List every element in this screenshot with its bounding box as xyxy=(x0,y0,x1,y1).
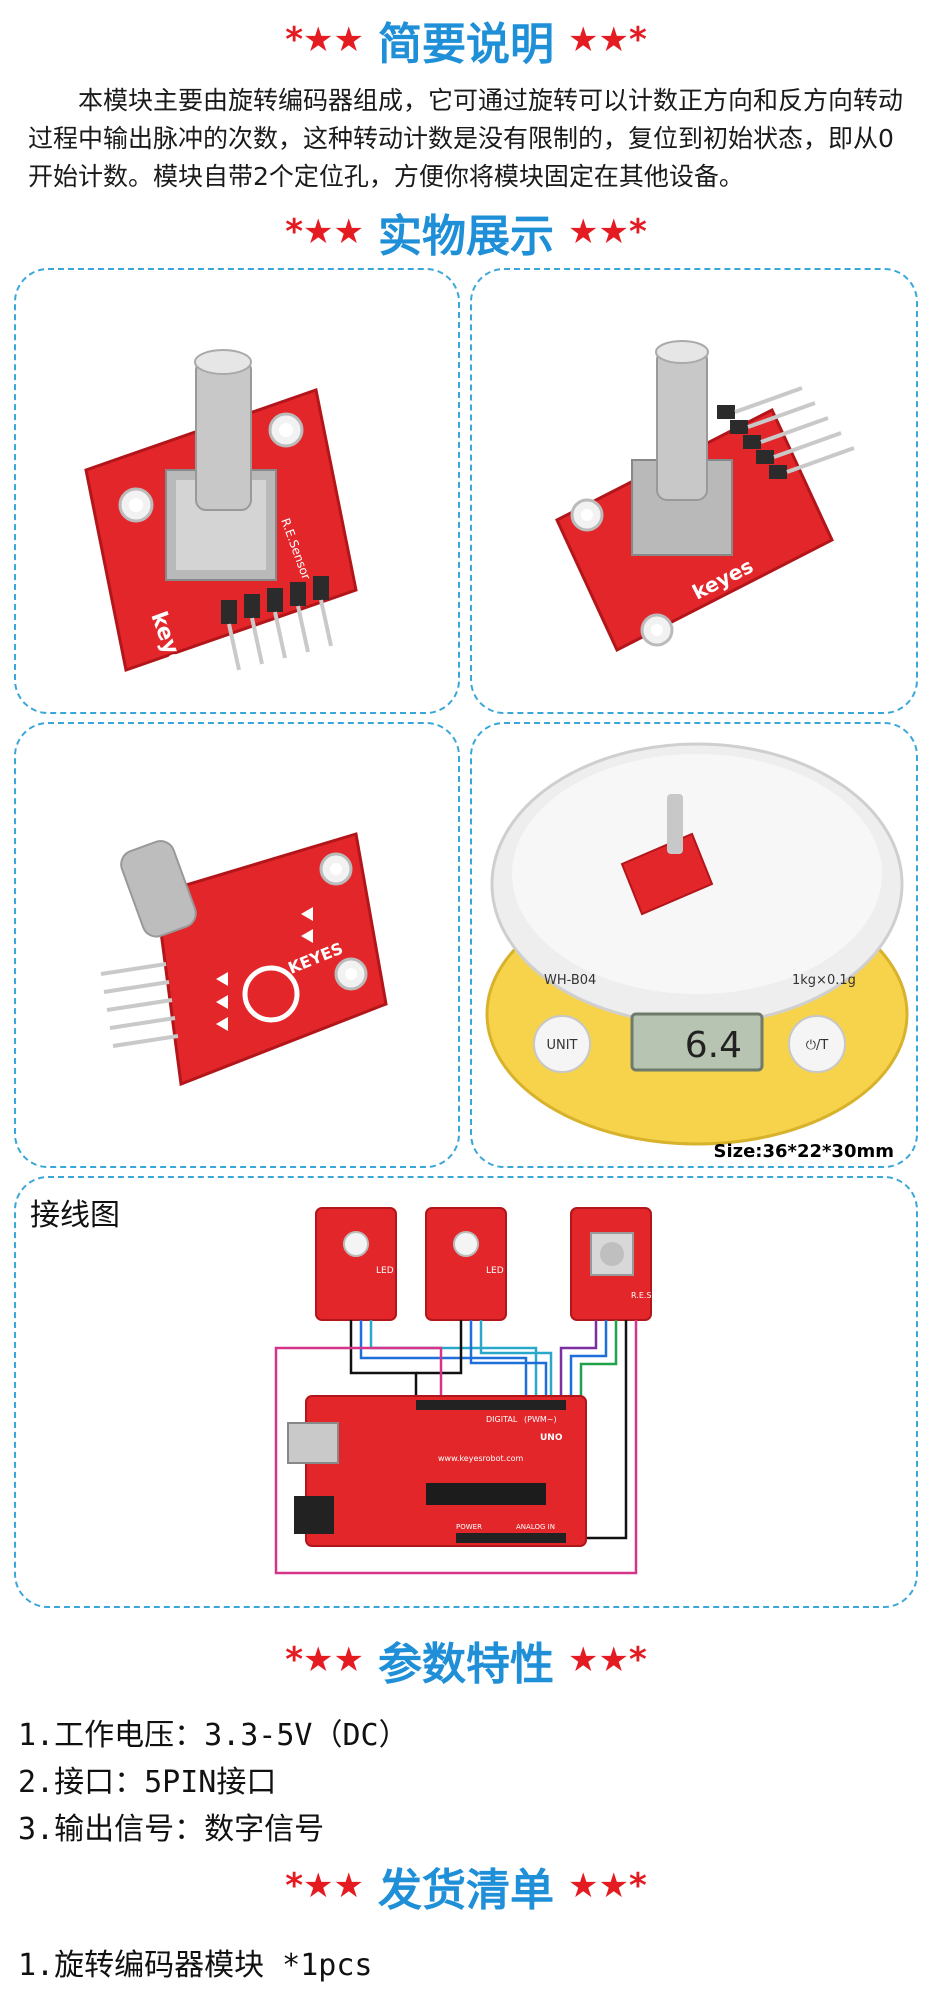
power-tare-label: ⏻/T xyxy=(806,1038,829,1053)
product-photo-3: KEYES xyxy=(14,722,460,1168)
decor-stars-left: *★★ xyxy=(285,1640,364,1680)
digital-label: DIGITAL xyxy=(486,1415,518,1424)
encoder-module-back-photo: KEYES xyxy=(100,832,388,1087)
wiring-title: 接线图 xyxy=(30,1198,120,1233)
param-interface: 2.接口：5PIN接口 xyxy=(18,1765,277,1800)
decor-stars-left: *★★ xyxy=(285,1866,364,1906)
wiring-diagram-card: 接线图 LED LED R.E.Sensor xyxy=(14,1176,918,1608)
product-photo-weight: WH-B04 1kg×0.1g UNIT 6.4 ⏻/T Size:36*22*… xyxy=(470,722,918,1168)
param-voltage: 1.工作电压：3.3-5V（DC） xyxy=(18,1718,409,1753)
section-title-intro-text: 简要说明 xyxy=(378,19,554,70)
power-label: POWER xyxy=(456,1523,482,1531)
led-module-1 xyxy=(315,1207,397,1321)
decor-stars-left: *★★ xyxy=(285,212,364,252)
size-label: Size:36*22*30mm xyxy=(713,1141,894,1162)
product-photo-2: keyes xyxy=(470,268,918,714)
wiring-diagram: LED LED R.E.Sensor DIGITAL xyxy=(274,1207,675,1575)
encoder-module-photo: keyes R.E.Sensor xyxy=(84,349,358,684)
decor-stars-left: *★★ xyxy=(285,20,364,60)
intro-paragraph: 本模块主要由旋转编码器组成，它可通过旋转可以计数正方向和反方向转动过程中输出脉冲… xyxy=(28,86,904,191)
scale-display-value: 6.4 xyxy=(685,1025,742,1066)
decor-stars-right: ★★* xyxy=(568,1640,647,1680)
section-title-params-text: 参数特性 xyxy=(378,1639,554,1690)
section-title-shipping: *★★ 发货清单 ★★* xyxy=(0,1854,932,1918)
power-tare-button xyxy=(788,1015,846,1073)
scale-display xyxy=(630,1012,764,1072)
decor-stars-right: ★★* xyxy=(568,20,647,60)
pwm-label: (PWM~) xyxy=(524,1415,557,1424)
section-title-intro: *★★ 简要说明 ★★* xyxy=(0,8,932,72)
decor-stars-right: ★★* xyxy=(568,1866,647,1906)
shipping-item-encoder: 1.旋转编码器模块 *1pcs xyxy=(18,1948,373,1983)
uno-label: UNO xyxy=(540,1433,563,1443)
kitchen-scale-photo: WH-B04 1kg×0.1g UNIT 6.4 ⏻/T xyxy=(485,742,909,1146)
section-title-params: *★★ 参数特性 ★★* xyxy=(0,1628,932,1692)
analog-label: ANALOG IN xyxy=(516,1523,555,1531)
scale-spec-label: 1kg×0.1g xyxy=(792,973,856,988)
arduino-uno-board xyxy=(305,1395,587,1547)
unit-button xyxy=(533,1015,591,1073)
encoder-label: R.E.Sensor xyxy=(631,1291,675,1300)
led-module-2 xyxy=(425,1207,507,1321)
scale-model-label: WH-B04 xyxy=(544,973,596,988)
decor-stars-right: ★★* xyxy=(568,212,647,252)
product-photo-1: keyes R.E.Sensor xyxy=(14,268,460,714)
unit-button-label: UNIT xyxy=(546,1038,577,1053)
section-title-photos-text: 实物展示 xyxy=(378,211,554,262)
section-title-shipping-text: 发货清单 xyxy=(378,1865,554,1916)
url-label: www.keyesrobot.com xyxy=(438,1454,523,1463)
led-label: LED xyxy=(376,1266,394,1276)
encoder-module-photo: keyes xyxy=(555,340,855,653)
led-label: LED xyxy=(486,1266,504,1276)
section-title-photos: *★★ 实物展示 ★★* xyxy=(0,200,932,264)
param-output-signal: 3.输出信号：数字信号 xyxy=(18,1812,325,1847)
